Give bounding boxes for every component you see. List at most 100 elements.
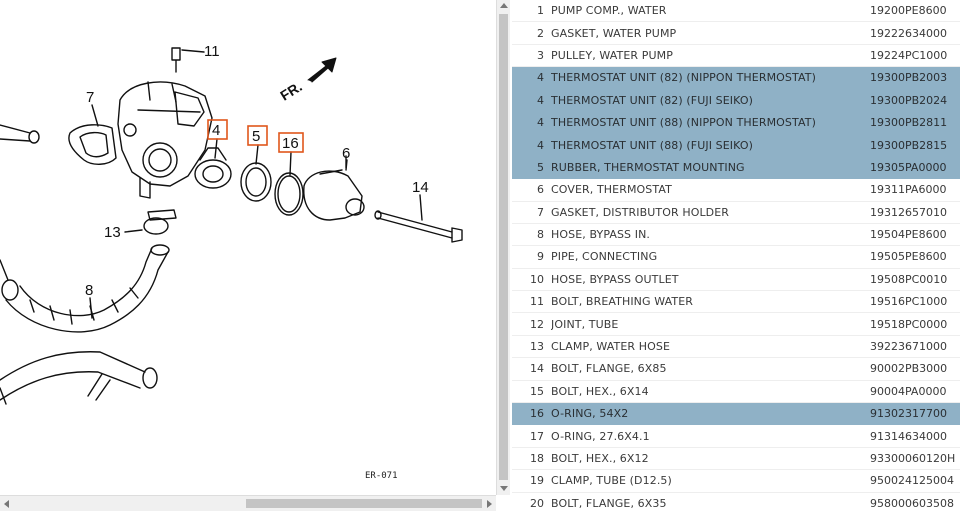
part-ref-number: 8 [537,228,544,242]
part-ref-number: 4 [537,93,544,107]
part-ref-number: 3 [537,48,544,62]
part-number: 19224PC1000 [870,48,948,62]
parts-table-row[interactable]: 10 HOSE, BYPASS OUTLET 19508PC0010 [512,269,960,292]
parts-table-row[interactable]: 7 GASKET, DISTRIBUTOR HOLDER 19312657010 [512,202,960,224]
part-number: 19508PC0010 [870,272,948,286]
part-ref-number: 19 [530,474,544,488]
part-number: 39223671000 [870,340,947,354]
vertical-scroll-thumb[interactable] [499,14,508,480]
part-number: 90002PB3000 [870,362,948,376]
callout-7[interactable]: 7 [86,89,94,106]
part-ref-number: 14 [530,362,544,376]
part-description: HOSE, BYPASS OUTLET [551,272,679,286]
parts-table-row[interactable]: 6 COVER, THERMOSTAT 19311PA6000 [512,179,960,202]
callout-4[interactable]: 4 [212,122,220,139]
part-number: 91314634000 [870,429,947,443]
part-description: CLAMP, TUBE (D12.5) [551,474,672,488]
parts-table-row[interactable]: 9 PIPE, CONNECTING 19505PE8600 [512,246,960,269]
callout-11[interactable]: 11 [204,43,220,60]
parts-table-row[interactable]: 2 GASKET, WATER PUMP 19222634000 [512,22,960,45]
parts-table-row[interactable]: 8 HOSE, BYPASS IN. 19504PE8600 [512,224,960,247]
scroll-left-icon[interactable] [4,500,9,508]
part-number: 90004PA0000 [870,384,947,398]
diagram-vertical-scrollbar[interactable] [496,0,510,495]
part-description: HOSE, BYPASS IN. [551,228,651,242]
part-description: BOLT, FLANGE, 6X35 [551,496,667,510]
part-description: O-RING, 27.6X4.1 [551,429,650,443]
horizontal-scroll-thumb[interactable] [246,499,482,508]
drawing-code: ER-071 [365,471,398,481]
part-description: BOLT, BREATHING WATER [551,295,693,309]
part-ref-number: 16 [530,407,544,421]
part-description: COVER, THERMOSTAT [551,183,672,197]
part-number: 91302317700 [870,407,947,421]
parts-table-row[interactable]: 15 BOLT, HEX., 6X14 90004PA0000 [512,381,960,404]
part-description: GASKET, WATER PUMP [551,26,677,40]
callout-8[interactable]: 8 [85,282,93,299]
part-number: 19222634000 [870,26,947,40]
part-ref-number: 2 [537,26,544,40]
part-number: 19200PE8600 [870,4,947,18]
part-ref-number: 18 [530,452,544,465]
part-description: PIPE, CONNECTING [551,250,658,264]
part-ref-number: 11 [530,295,544,309]
part-number: 19312657010 [870,205,947,219]
part-ref-number: 6 [537,183,544,197]
callout-13[interactable]: 13 [104,224,121,241]
part-ref-number: 15 [530,384,544,398]
part-number: 950024125004 [870,474,954,488]
part-number: 19518PC0000 [870,317,948,331]
part-ref-number: 9 [537,250,544,264]
part-number: 19505PE8600 [870,250,947,264]
part-ref-number: 7 [537,205,544,219]
part-description: THERMOSTAT UNIT (82) (NIPPON THERMOSTAT) [551,71,816,85]
part-ref-number: 13 [530,340,544,354]
part-number: 93300060120H [870,452,956,465]
part-description: CLAMP, WATER HOSE [551,340,671,354]
part-description: GASKET, DISTRIBUTOR HOLDER [551,205,730,219]
callout-box-5[interactable] [247,125,268,146]
part-ref-number: 17 [530,429,544,443]
part-description: JOINT, TUBE [551,317,619,331]
scroll-down-icon[interactable] [500,486,508,491]
parts-diagram-pane[interactable]: 11 7 4 5 16 6 14 13 8 FR. ER-071 [0,0,496,495]
part-number: 19311PA6000 [870,183,947,197]
part-ref-number: 10 [530,272,544,286]
part-description: THERMOSTAT UNIT (88) (FUJI SEIKO) [551,138,753,152]
part-description: BOLT, HEX., 6X14 [551,384,649,398]
part-ref-number: 4 [537,116,544,130]
part-description: THERMOSTAT UNIT (88) (NIPPON THERMOSTAT) [551,116,816,130]
exploded-parts-diagram: 11 7 4 5 16 6 14 13 8 FR. ER-071 [0,43,463,481]
parts-table-row[interactable]: 4 THERMOSTAT UNIT (88) (NIPPON THERMOSTAT… [512,111,960,135]
callout-box-16[interactable] [278,132,304,153]
parts-table-row[interactable]: 17 O-RING, 27.6X4.1 91314634000 [512,425,960,448]
callout-6[interactable]: 6 [342,145,350,162]
callout-16[interactable]: 16 [282,135,299,152]
diagram-horizontal-scrollbar[interactable] [0,495,496,511]
callout-5[interactable]: 5 [252,128,260,145]
scroll-right-icon[interactable] [487,500,492,508]
part-number: 19504PE8600 [870,228,947,242]
callout-box-4[interactable] [207,119,228,140]
part-number: 958000603508 [870,496,954,510]
parts-table-row[interactable]: 13 CLAMP, WATER HOSE 39223671000 [512,336,960,359]
part-description: PUMP COMP., WATER [551,4,667,18]
part-ref-number: 5 [537,160,544,174]
part-number: 19300PB2811 [870,116,948,130]
parts-table-row[interactable]: 19 CLAMP, TUBE (D12.5) 950024125004 [512,470,960,493]
callout-14[interactable]: 14 [412,179,429,196]
scroll-up-icon[interactable] [500,3,508,8]
